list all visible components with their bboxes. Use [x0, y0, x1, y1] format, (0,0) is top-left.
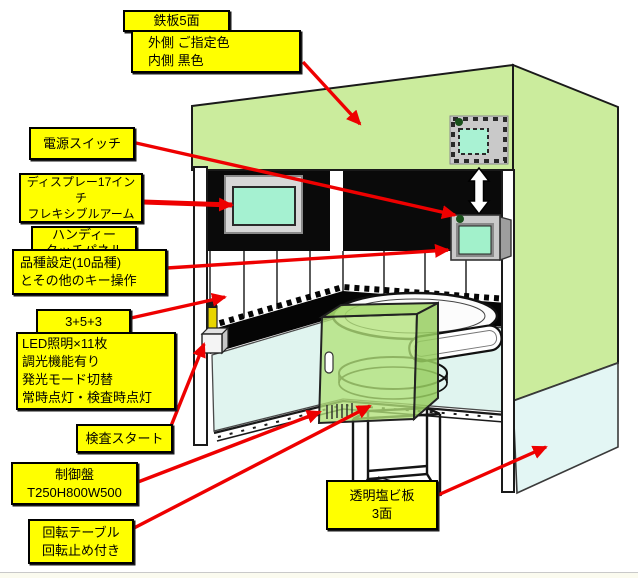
arrow-pvc — [437, 445, 548, 497]
arrow-start — [167, 342, 206, 432]
callout-power-switch: 電源スイッチ — [29, 127, 135, 160]
callout-display-arm: ディスプレー17インチ フレキシブルアーム — [19, 173, 143, 223]
page-bottom-strip — [0, 572, 638, 578]
callout-clear-pvc: 透明塩ビ板 3面 — [326, 480, 438, 530]
booth-shell — [191, 63, 619, 495]
callout-variety-setting: 品種設定(10品種) とその他のキー操作 — [12, 249, 167, 295]
touch-panel — [450, 214, 512, 261]
annotation-arrows — [130, 60, 548, 530]
callout-steel-colors: 外側 ご指定色 内側 黒色 — [131, 30, 301, 73]
left-corner-post — [193, 166, 208, 446]
callout-inspection-start: 検査スタート — [76, 424, 173, 453]
arrow-steel-plate — [301, 60, 362, 126]
control-box — [317, 301, 439, 425]
touch-panel-dock — [449, 115, 509, 165]
arrow-led-count — [130, 293, 227, 320]
callout-steel-plate: 鉄板5面 — [123, 10, 230, 32]
arrow-control-panel — [137, 410, 322, 484]
arrow-display — [142, 197, 234, 212]
power-led-dot — [455, 118, 463, 126]
touch-panel-screen — [458, 225, 492, 255]
arrow-touch-panel — [166, 243, 450, 270]
arrow-power-switch — [135, 141, 457, 219]
top-band-gap — [330, 171, 343, 251]
handle-slot — [324, 351, 334, 374]
side-panel-green — [512, 63, 619, 403]
callout-control-panel: 制御盤 T250H800W500 — [11, 462, 138, 505]
display-monitor — [224, 175, 303, 234]
callout-led-lighting: LED照明×11枚 調光機能有り 発光モード切替 常時点灯・検査時点灯 — [16, 332, 176, 410]
display-screen — [232, 186, 296, 226]
arrow-rotary-table — [133, 404, 372, 530]
power-switch-dot — [456, 215, 464, 223]
callout-rotary-table: 回転テーブル 回転止め付き — [28, 519, 134, 564]
vent-grille — [326, 403, 353, 419]
height-adjust-arrow-icon — [467, 166, 491, 216]
